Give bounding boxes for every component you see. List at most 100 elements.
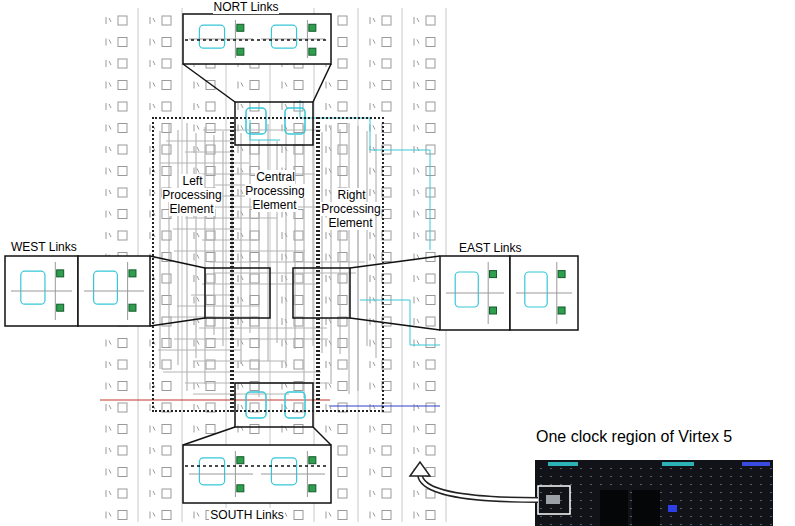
tile-square: [294, 102, 303, 111]
grid-dot: [640, 468, 642, 469]
tile-glyph: [414, 361, 415, 368]
tile-glyph: [106, 39, 107, 46]
routing-wire: [322, 132, 323, 353]
tile-glyph: [417, 190, 419, 194]
routing-wire: [158, 350, 241, 351]
tile-glyph: [238, 211, 239, 218]
tile-glyph: [414, 404, 415, 411]
zoom-source: [235, 102, 313, 145]
tile-glyph: [106, 17, 107, 24]
element-label: Central Processing Element: [245, 170, 304, 212]
tile-glyph: [150, 211, 151, 218]
grid-dot: [560, 484, 562, 485]
switch-block: [309, 485, 316, 492]
tile-square: [338, 382, 347, 391]
blue-bar: [742, 462, 770, 466]
grid-dot: [730, 468, 732, 469]
tile-square: [426, 511, 435, 520]
zoom-wire: [525, 272, 547, 307]
tile-glyph: [326, 275, 327, 282]
tile-square: [382, 81, 391, 90]
switch-block: [309, 48, 316, 55]
tile-glyph: [106, 361, 107, 368]
grid-dot: [730, 516, 732, 517]
grid-dot: [680, 516, 682, 517]
grid-dot: [630, 500, 632, 501]
zoom-wire: [55, 262, 56, 320]
grid-dot: [750, 492, 752, 493]
grid-dot: [670, 484, 672, 485]
tile-glyph: [329, 427, 331, 431]
element-label: Right Processing Element: [321, 188, 380, 230]
zoom-leader: [150, 256, 205, 268]
grid-dot: [610, 468, 612, 469]
tile-glyph: [285, 513, 287, 517]
zoom-wire: [199, 25, 224, 48]
tile-glyph: [150, 426, 151, 433]
tile-glyph: [197, 341, 199, 345]
tile-square: [118, 188, 127, 197]
processing-element: Right Processing Element: [318, 117, 384, 412]
tile-glyph: [109, 233, 111, 237]
tile-glyph: [197, 362, 199, 366]
grid-dot: [750, 484, 752, 485]
tile-square: [118, 446, 127, 455]
tile-square: [426, 403, 435, 412]
tile-square: [426, 339, 435, 348]
tile-glyph: [238, 318, 239, 325]
grid-dot: [630, 508, 632, 509]
grid-dot: [770, 468, 772, 469]
tile-square: [250, 253, 259, 262]
tile-glyph: [238, 404, 239, 411]
dark-block: [632, 490, 660, 526]
tile-glyph: [150, 232, 151, 239]
tile-square: [162, 38, 171, 47]
tile-glyph: [414, 383, 415, 390]
tile-glyph: [282, 404, 283, 411]
grid-dot: [710, 500, 712, 501]
tile-glyph: [106, 232, 107, 239]
tile-square: [382, 59, 391, 68]
switch-block: [558, 307, 565, 314]
grid-dot: [760, 524, 762, 525]
tile-glyph: [197, 233, 199, 237]
tile-glyph: [194, 103, 195, 110]
tile-square: [118, 382, 127, 391]
tile-glyph: [106, 60, 107, 67]
tile-glyph: [373, 341, 375, 345]
tile-glyph: [150, 512, 151, 519]
pointer-arrow: [420, 474, 538, 500]
tile-glyph: [150, 189, 151, 196]
grid-dot: [770, 476, 772, 477]
tile-square: [118, 425, 127, 434]
tile-glyph: [326, 125, 327, 132]
tile-glyph: [329, 83, 331, 87]
grid-dot: [700, 468, 702, 469]
tile-glyph: [282, 82, 283, 89]
tile-glyph: [370, 361, 371, 368]
grid-dot: [730, 476, 732, 477]
grid-dot: [670, 476, 672, 477]
routing-wire: [286, 130, 287, 368]
tile-square: [294, 511, 303, 520]
grid-dot: [540, 508, 542, 509]
tile-square: [250, 425, 259, 434]
tile-glyph: [414, 39, 415, 46]
tile-glyph: [153, 83, 155, 87]
tile-square: [118, 124, 127, 133]
grid-dot: [710, 524, 712, 525]
grid-dot: [700, 500, 702, 501]
tile-glyph: [414, 82, 415, 89]
tile-glyph: [106, 469, 107, 476]
grid-dot: [690, 476, 692, 477]
tile-glyph: [326, 426, 327, 433]
tile-square: [426, 102, 435, 111]
link-label: WEST Links: [10, 240, 78, 254]
link-wire: [246, 108, 266, 134]
tile-glyph: [370, 60, 371, 67]
grid-dot: [620, 476, 622, 477]
tile-glyph: [417, 384, 419, 388]
grid-dot: [740, 492, 742, 493]
tile-square: [426, 296, 435, 305]
